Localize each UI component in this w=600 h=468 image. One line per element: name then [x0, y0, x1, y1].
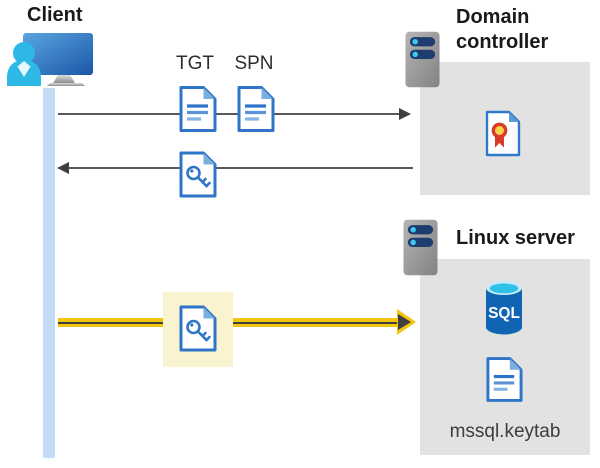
spn-label: SPN: [234, 53, 274, 74]
client-title: Client: [27, 4, 83, 26]
auth-arrowhead-icon: [398, 314, 411, 330]
highlighted-key-document-icon: [179, 305, 217, 352]
domain-controller-title: Domain controller: [456, 6, 549, 53]
monitor-stand-icon: [53, 75, 75, 83]
linux-server-title: Linux server: [456, 227, 575, 249]
linux-server-icon: [403, 219, 438, 276]
tgt-label: TGT: [176, 53, 214, 74]
request-arrowhead-icon: [399, 108, 411, 120]
keytab-filename-label: mssql.keytab: [449, 421, 561, 442]
keytab-document-icon: [486, 357, 523, 402]
person-icon: [7, 42, 41, 86]
sql-database-icon: SQL: [486, 281, 522, 335]
domain-controller-server-icon: [405, 31, 440, 88]
monitor-icon: [23, 33, 93, 75]
tgt-document-icon: [179, 86, 217, 132]
client-lifeline-bar: [43, 88, 55, 458]
sql-database-label: SQL: [488, 305, 520, 322]
response-arrowhead-icon: [57, 162, 69, 174]
client-computer-icon: [7, 33, 93, 86]
request-arrow-line: [58, 113, 399, 115]
spn-document-icon: [237, 86, 275, 132]
monitor-base-icon: [47, 83, 85, 86]
service-ticket-key-document-icon: [179, 151, 217, 198]
response-arrow-line: [69, 167, 413, 169]
certificate-icon: [485, 110, 521, 157]
